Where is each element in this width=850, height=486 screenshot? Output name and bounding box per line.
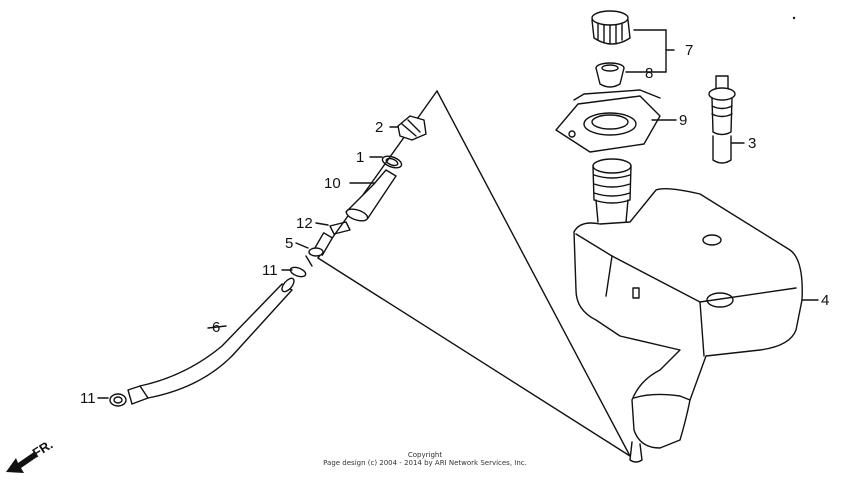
fuel-gauge-part	[708, 75, 745, 164]
callout-5: 5	[285, 235, 294, 252]
seal-plate-part	[555, 89, 677, 153]
joint-bolt-part	[389, 115, 427, 141]
fuel-tank-part	[573, 187, 819, 463]
sealing-washer-part	[369, 155, 403, 169]
stray-dot	[792, 16, 796, 20]
filler-neck	[592, 158, 632, 223]
fuel-cap-part	[591, 10, 631, 45]
callout-7: 7	[685, 42, 694, 59]
clip-part-11-upper	[281, 266, 307, 278]
fuel-tube-part	[127, 277, 295, 405]
clip-part-11-lower	[97, 393, 127, 407]
cap-gasket-part	[595, 62, 625, 88]
copyright-notice: Page design (c) 2004 - 2014 by ARI Netwo…	[323, 459, 527, 467]
callout-6: 6	[212, 319, 221, 336]
callout-12: 12	[296, 215, 313, 232]
callout-11-lower: 11	[80, 390, 96, 407]
callout-3: 3	[748, 135, 757, 152]
callout-8: 8	[645, 65, 654, 82]
callout-9: 9	[679, 112, 688, 129]
callout-11-upper: 11	[262, 262, 278, 279]
callout-10: 10	[324, 175, 341, 192]
callout-4: 4	[821, 292, 830, 309]
callout-1: 1	[356, 149, 365, 166]
fuel-valve-part	[295, 232, 334, 267]
copyright-heading: Copyright	[407, 451, 443, 459]
fuel-joint-part	[345, 169, 397, 222]
callout-2: 2	[375, 119, 384, 136]
front-direction-arrow-icon	[6, 452, 37, 473]
callout-bracket-7	[625, 29, 675, 73]
clip-part-12	[315, 221, 351, 235]
